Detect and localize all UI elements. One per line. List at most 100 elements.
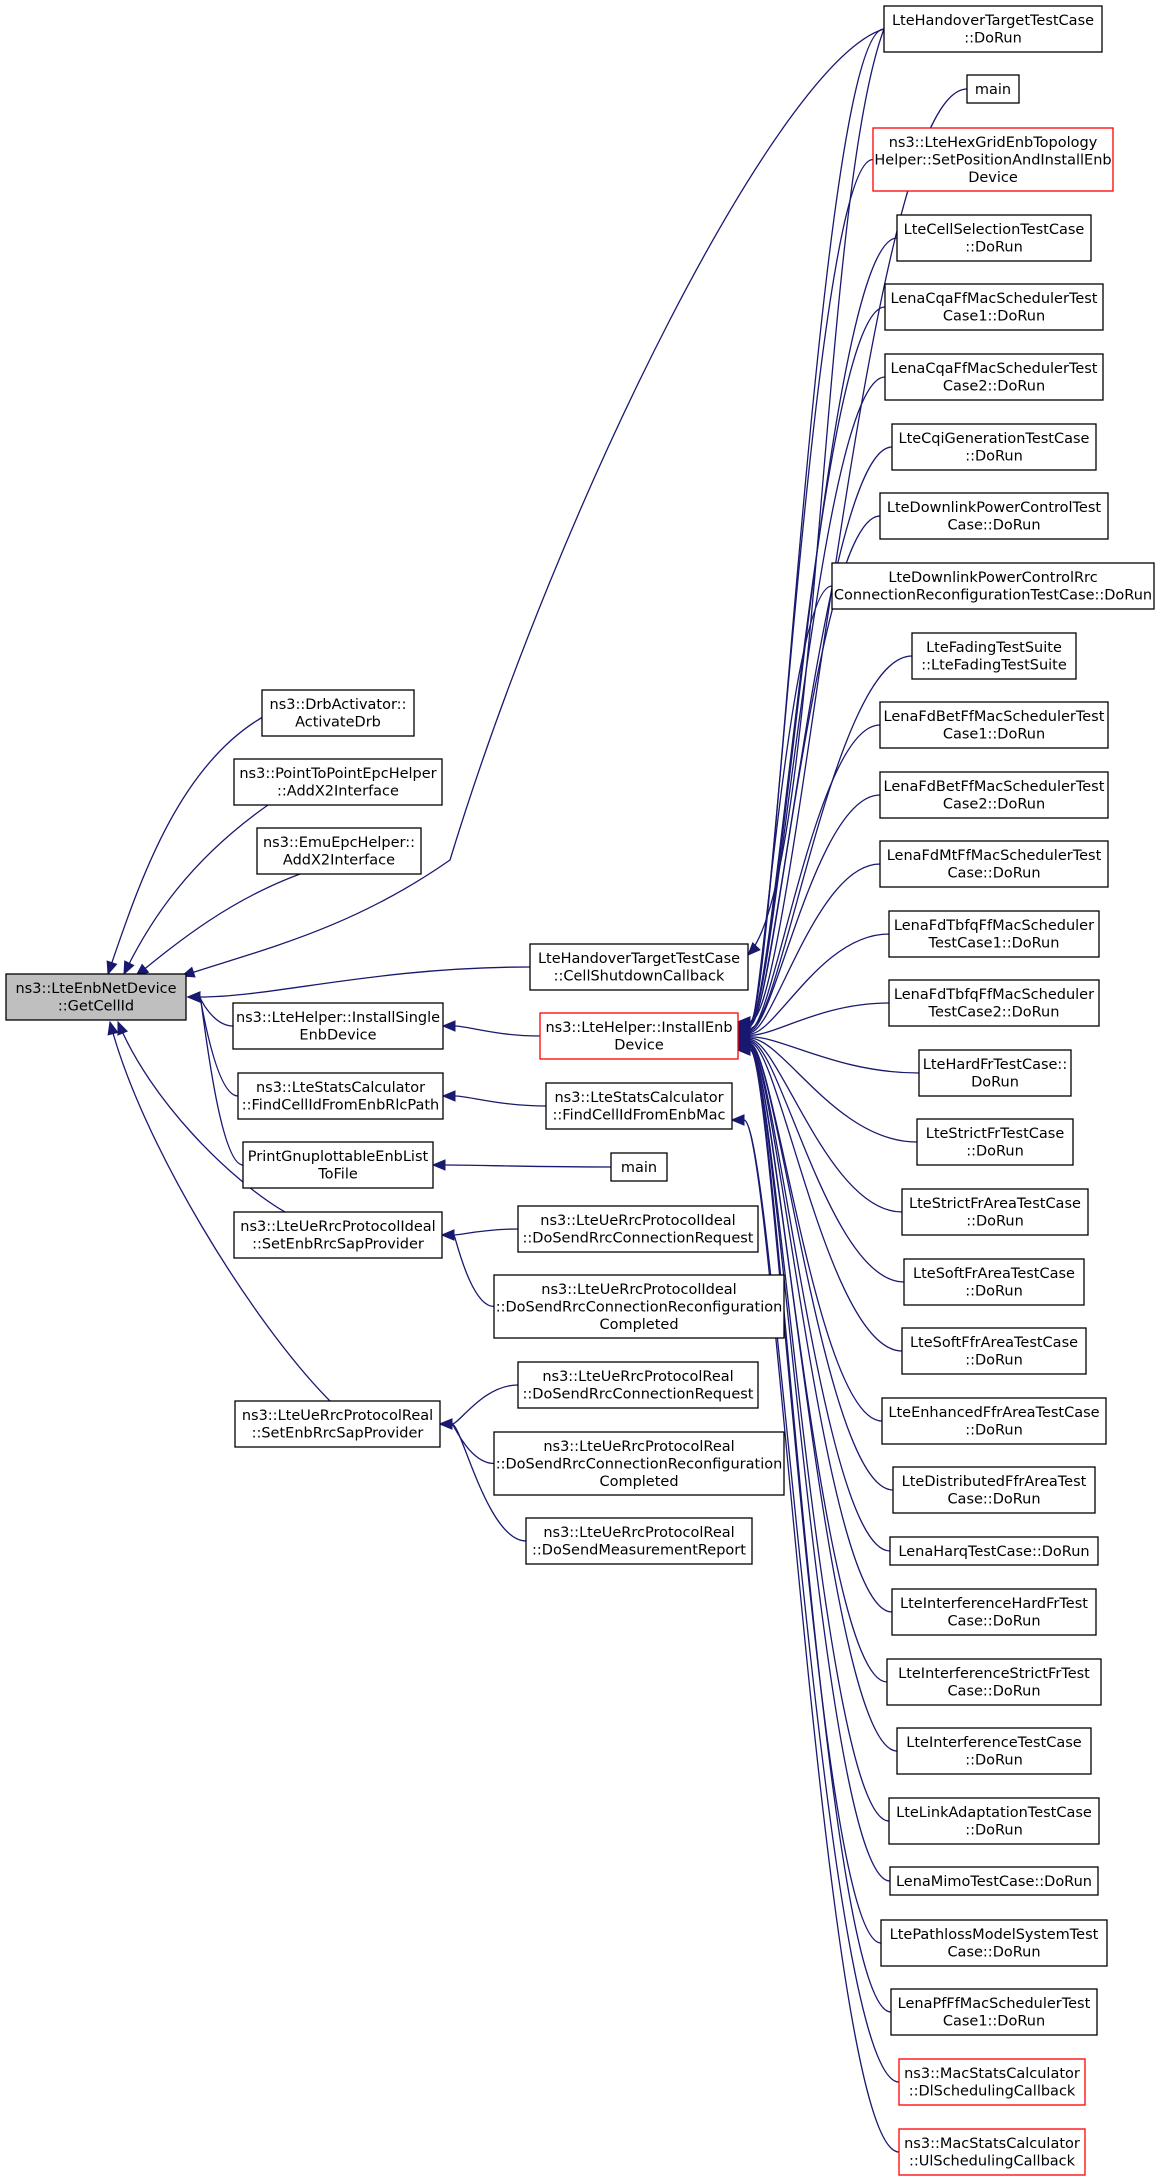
node-p2p[interactable]: ns3::PointToPointEpcHelper::AddX2Interfa… bbox=[233, 758, 443, 806]
node-label: ToFile bbox=[317, 1167, 358, 1183]
node-label: LteInterferenceTestCase bbox=[906, 1735, 1082, 1751]
node-r20[interactable]: LteSoftFfrAreaTestCase::DoRun bbox=[901, 1327, 1087, 1375]
node-handover-shutdown[interactable]: LteHandoverTargetTestCase::CellShutdownC… bbox=[529, 943, 749, 991]
node-box bbox=[881, 1397, 1107, 1445]
edge-line bbox=[749, 1040, 905, 1283]
node-label: LenaFdBetFfMacSchedulerTest bbox=[884, 709, 1105, 725]
node-r28[interactable]: LenaMimoTestCase::DoRun bbox=[889, 1866, 1099, 1896]
node-drb[interactable]: ns3::DrbActivator::ActivateDrb bbox=[261, 689, 415, 737]
node-r23[interactable]: LenaHarqTestCase::DoRun bbox=[889, 1536, 1099, 1566]
node-box bbox=[610, 1152, 668, 1182]
node-real-sap[interactable]: ns3::LteUeRrcProtocolReal::SetEnbRrcSapP… bbox=[234, 1400, 441, 1448]
edge-line bbox=[749, 1002, 890, 1036]
node-label: ::FindCellIdFromEnbRlcPath bbox=[242, 1098, 439, 1114]
node-statscalc-mac[interactable]: ns3::LteStatsCalculator::FindCellIdFromE… bbox=[545, 1082, 733, 1130]
node-ideal-req[interactable]: ns3::LteUeRrcProtocolIdeal::DoSendRrcCon… bbox=[517, 1205, 759, 1253]
node-label: ns3::LteUeRrcProtocolReal bbox=[543, 1525, 734, 1541]
node-r02[interactable]: main bbox=[966, 74, 1020, 104]
node-box bbox=[529, 943, 749, 991]
node-real-req[interactable]: ns3::LteUeRrcProtocolReal::DoSendRrcConn… bbox=[517, 1361, 759, 1409]
node-label: ns3::LteUeRrcProtocolReal bbox=[542, 1369, 733, 1385]
node-box bbox=[892, 1466, 1096, 1514]
node-box bbox=[896, 214, 1092, 262]
arrow-head-icon bbox=[438, 1418, 453, 1430]
edge-r15-to-install-enb bbox=[736, 1002, 890, 1042]
node-label: Helper::SetPositionAndInstallEnb bbox=[874, 152, 1111, 168]
edge-line bbox=[199, 996, 244, 1166]
node-r18[interactable]: LteStrictFrAreaTestCase::DoRun bbox=[901, 1188, 1089, 1236]
edge-install-enb-to-ltehelper-single bbox=[441, 1020, 541, 1037]
node-real-meas[interactable]: ns3::LteUeRrcProtocolReal::DoSendMeasure… bbox=[525, 1517, 753, 1565]
edge-line bbox=[749, 1037, 918, 1143]
node-r32[interactable]: ns3::MacStatsCalculator::UlSchedulingCal… bbox=[898, 2128, 1086, 2176]
node-label: ::GetCellId bbox=[58, 999, 134, 1015]
arrow-head-icon bbox=[106, 960, 118, 976]
node-box bbox=[493, 1431, 785, 1496]
node-box bbox=[896, 1727, 1092, 1775]
node-r09[interactable]: LteDownlinkPowerControlRrcConnectionReco… bbox=[831, 562, 1155, 610]
node-label: ::DoRun bbox=[965, 1423, 1023, 1439]
node-label: LenaMimoTestCase::DoRun bbox=[896, 1874, 1092, 1890]
node-r26[interactable]: LteInterferenceTestCase::DoRun bbox=[896, 1727, 1092, 1775]
node-r16[interactable]: LteHardFrTestCase::DoRun bbox=[918, 1049, 1072, 1097]
node-r10[interactable]: LteFadingTestSuite::LteFadingTestSuite bbox=[911, 632, 1077, 680]
node-r01[interactable]: LteHandoverTargetTestCase::DoRun bbox=[883, 5, 1103, 53]
node-r31[interactable]: ns3::MacStatsCalculator::DlSchedulingCal… bbox=[898, 2058, 1086, 2106]
node-emu[interactable]: ns3::EmuEpcHelper::AddX2Interface bbox=[256, 827, 422, 875]
node-r27[interactable]: LteLinkAdaptationTestCase::DoRun bbox=[888, 1797, 1100, 1845]
edge-line bbox=[749, 1038, 903, 1213]
edge-handover-shutdown-to-root bbox=[186, 966, 531, 1003]
node-root[interactable]: ns3::LteEnbNetDevice::GetCellId bbox=[5, 973, 187, 1021]
edge-line bbox=[749, 724, 881, 1031]
node-statscalc-rlc[interactable]: ns3::LteStatsCalculator::FindCellIdFromE… bbox=[237, 1072, 444, 1120]
arrow-head-icon bbox=[186, 991, 201, 1003]
node-r21[interactable]: LteEnhancedFfrAreaTestCase::DoRun bbox=[881, 1397, 1107, 1445]
node-label: ActivateDrb bbox=[295, 715, 381, 731]
node-label: ConnectionReconfigurationTestCase::DoRun bbox=[834, 588, 1152, 604]
node-label: LenaFdBetFfMacSchedulerTest bbox=[884, 779, 1105, 795]
node-label: ::SetEnbRrcSapProvider bbox=[252, 1426, 424, 1442]
node-r17[interactable]: LteStrictFrTestCase::DoRun bbox=[916, 1118, 1074, 1166]
node-label: LteHandoverTargetTestCase bbox=[538, 951, 740, 967]
edge-line bbox=[451, 1423, 495, 1465]
edge-line bbox=[749, 306, 886, 1023]
node-box bbox=[888, 910, 1100, 958]
node-label: AddX2Interface bbox=[283, 853, 395, 869]
node-main-mid[interactable]: main bbox=[610, 1152, 668, 1182]
edge-line bbox=[749, 1043, 883, 1422]
edge-line bbox=[749, 585, 833, 1028]
node-r07[interactable]: LteCqiGenerationTestCase::DoRun bbox=[891, 423, 1097, 471]
edge-layer bbox=[106, 28, 968, 2153]
edge-line bbox=[453, 1234, 495, 1308]
node-real-recfg[interactable]: ns3::LteUeRrcProtocolReal::DoSendRrcConn… bbox=[493, 1431, 785, 1496]
node-ideal-sap[interactable]: ns3::LteUeRrcProtocolIdeal::SetEnbRrcSap… bbox=[233, 1211, 443, 1259]
edge-line bbox=[444, 1164, 612, 1168]
edge-ideal-recfg-to-ideal-sap bbox=[440, 1229, 495, 1308]
node-box bbox=[237, 1072, 444, 1120]
node-label: ::FindCellIdFromEnbMac bbox=[553, 1108, 726, 1124]
node-box bbox=[879, 701, 1109, 749]
node-r04[interactable]: LteCellSelectionTestCase::DoRun bbox=[896, 214, 1092, 262]
node-r19[interactable]: LteSoftFrAreaTestCase::DoRun bbox=[903, 1258, 1085, 1306]
node-box bbox=[880, 1919, 1108, 1967]
node-r03[interactable]: ns3::LteHexGridEnbTopologyHelper::SetPos… bbox=[872, 127, 1114, 192]
node-label: ns3::LteUeRrcProtocolIdeal bbox=[240, 1219, 435, 1235]
node-label: ::AddX2Interface bbox=[277, 784, 399, 800]
node-ideal-recfg[interactable]: ns3::LteUeRrcProtocolIdeal::DoSendRrcCon… bbox=[493, 1274, 785, 1339]
